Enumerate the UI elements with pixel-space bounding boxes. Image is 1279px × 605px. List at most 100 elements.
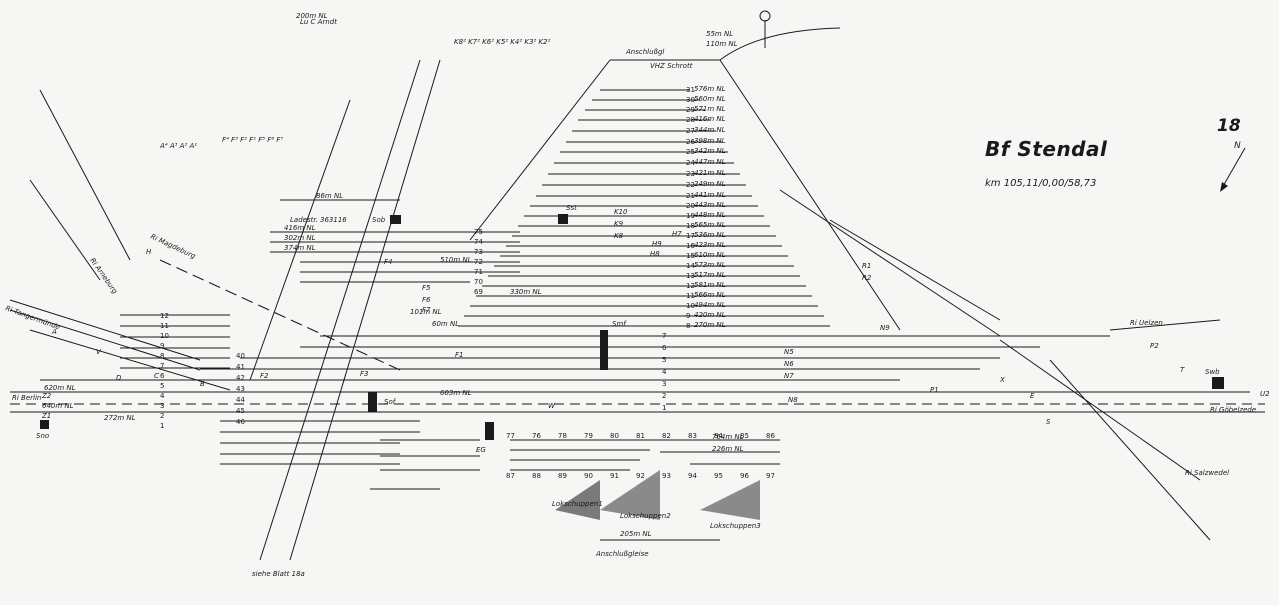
diag-east-1 <box>829 219 1001 321</box>
diag-salzwedel-2 <box>1049 359 1211 541</box>
main-track-number-4: 3 <box>662 380 666 388</box>
label-r2: R2 <box>862 274 872 282</box>
lower-track-number-3: 43 <box>236 385 245 393</box>
label-h: H <box>146 248 152 256</box>
label-226m: 226m NL <box>712 445 744 453</box>
shed-track-number-8: 84 <box>714 432 723 440</box>
label-s: S <box>1046 418 1051 426</box>
west-track-number-2: 10 <box>160 332 169 340</box>
label-lokschuppen1: Lokschuppen1 <box>552 500 603 508</box>
filled-marks <box>40 182 1228 520</box>
label-a-group: A⁴ A³ A² A¹ <box>159 142 197 150</box>
dashed-magdeburg <box>159 259 401 371</box>
east-track-length-11: 443m NL <box>694 201 726 209</box>
shed-track-number-16: 92 <box>636 472 645 480</box>
east-track-number-12: 19 <box>686 212 695 220</box>
east-track-number-13: 18 <box>686 222 695 230</box>
label-lokschuppen2: Lokschuppen2 <box>620 512 671 520</box>
east-track-length-22: 420m NL <box>694 311 726 319</box>
label-anschlussgl: Anschlußgl <box>625 48 664 56</box>
east-yard-numbers: 3130292827262524232221201918171615141312… <box>686 86 695 330</box>
mid-track-number-4: 71 <box>474 268 483 276</box>
shed-track-number-9: 85 <box>740 432 749 440</box>
west-track-number-10: 2 <box>160 412 164 420</box>
shed-track-number-19: 95 <box>714 472 723 480</box>
east-track-length-21: 494m NL <box>694 301 726 309</box>
east-track-length-17: 573m NL <box>694 261 726 269</box>
east-track-number-5: 26 <box>686 138 695 146</box>
signal-labels: A⁴ A³ A² A¹ F⁴ F³ F² F¹ F⁵ F⁶ F⁷ K8² K7²… <box>41 12 1270 538</box>
label-d: D <box>116 374 122 382</box>
label-anschlussgleise: Anschlußgleise <box>595 550 649 558</box>
label-510m: 510m NL <box>440 256 472 264</box>
lower-track-number-5: 45 <box>236 407 245 415</box>
label-lokschuppen3: Lokschuppen3 <box>710 522 761 530</box>
lokschuppen2-icon <box>600 470 660 520</box>
west-track-number-4: 8 <box>160 352 164 360</box>
label-ri-magdeburg: Ri Magdeburg <box>149 233 197 261</box>
shed-track-number-4: 80 <box>610 432 619 440</box>
west-track-number-7: 5 <box>160 382 164 390</box>
label-640m: 640m NL <box>42 402 74 410</box>
east-track-length-10: 441m NL <box>694 191 726 199</box>
label-vhz-schrott: VHZ Schrott <box>650 62 693 70</box>
label-n5: N5 <box>784 348 794 356</box>
main-track-number-2: 5 <box>662 356 666 364</box>
east-track-length-16: 610m NL <box>694 251 726 259</box>
shed-track-number-3: 79 <box>584 432 593 440</box>
east-track-length-18: 517m NL <box>694 271 726 279</box>
east-track-length-8: 421m NL <box>694 169 726 177</box>
label-k8: K8 <box>614 232 624 240</box>
shed-track-number-7: 83 <box>688 432 697 440</box>
shed-track-number-6: 82 <box>662 432 671 440</box>
west-track-number-3: 9 <box>160 342 164 350</box>
west-fan-2 <box>9 309 201 371</box>
diag-west-1 <box>249 99 351 381</box>
label-e: E <box>1030 392 1035 400</box>
label-ri-salzwedel: Ri Salzwedel <box>1185 469 1229 477</box>
stellwerk-sob-icon <box>390 215 401 224</box>
east-track-number-14: 17 <box>686 232 695 240</box>
shed-track-number-14: 90 <box>584 472 593 480</box>
label-603m: 603m NL <box>440 389 472 397</box>
diag-uelzen <box>1109 319 1221 331</box>
lower-track-number-4: 44 <box>236 396 245 404</box>
mid-track-number-6: 69 <box>474 288 483 296</box>
stellwerk-sst-icon <box>558 214 568 224</box>
shed-track-number-15: 91 <box>610 472 619 480</box>
label-w: W <box>548 402 556 410</box>
east-track-number-9: 22 <box>686 181 695 189</box>
label-f3: F3 <box>360 370 368 378</box>
east-track-number-4: 27 <box>686 127 695 135</box>
east-track-number-18: 13 <box>686 272 695 280</box>
label-330m: 330m NL <box>510 288 542 296</box>
shed-track-number-5: 81 <box>636 432 645 440</box>
signal-head-icon <box>759 10 771 22</box>
label-55m: 55m NL <box>706 30 733 38</box>
stellwerk-sof-icon <box>368 392 377 412</box>
label-k10: K10 <box>614 208 628 216</box>
label-sst: Sst <box>566 204 577 212</box>
west-track-number-9: 3 <box>160 402 164 410</box>
km-label: km 105,11/0,00/58,73 <box>985 178 1097 189</box>
west-track-number-8: 4 <box>160 392 165 400</box>
shed-track-number-21: 97 <box>766 472 775 480</box>
diag-north-1 <box>289 59 441 561</box>
lokschuppen3-icon <box>700 480 760 520</box>
label-110m: 110m NL <box>706 40 738 48</box>
east-track-number-21: 10 <box>686 302 695 310</box>
mid-track-number-0: 75 <box>474 228 483 236</box>
label-f7: F7 <box>422 306 431 314</box>
east-track-number-17: 14 <box>686 262 695 270</box>
label-ri-goebelzede: Ri Göbelzede <box>1210 406 1256 414</box>
north-arrow-icon <box>1220 182 1228 192</box>
label-h7: H7 <box>672 230 682 238</box>
west-track-number-5: 7 <box>160 362 164 370</box>
label-r1: R1 <box>862 262 871 270</box>
east-track-length-19: 581m NL <box>694 281 726 289</box>
shed-track-number-17: 93 <box>662 472 671 480</box>
